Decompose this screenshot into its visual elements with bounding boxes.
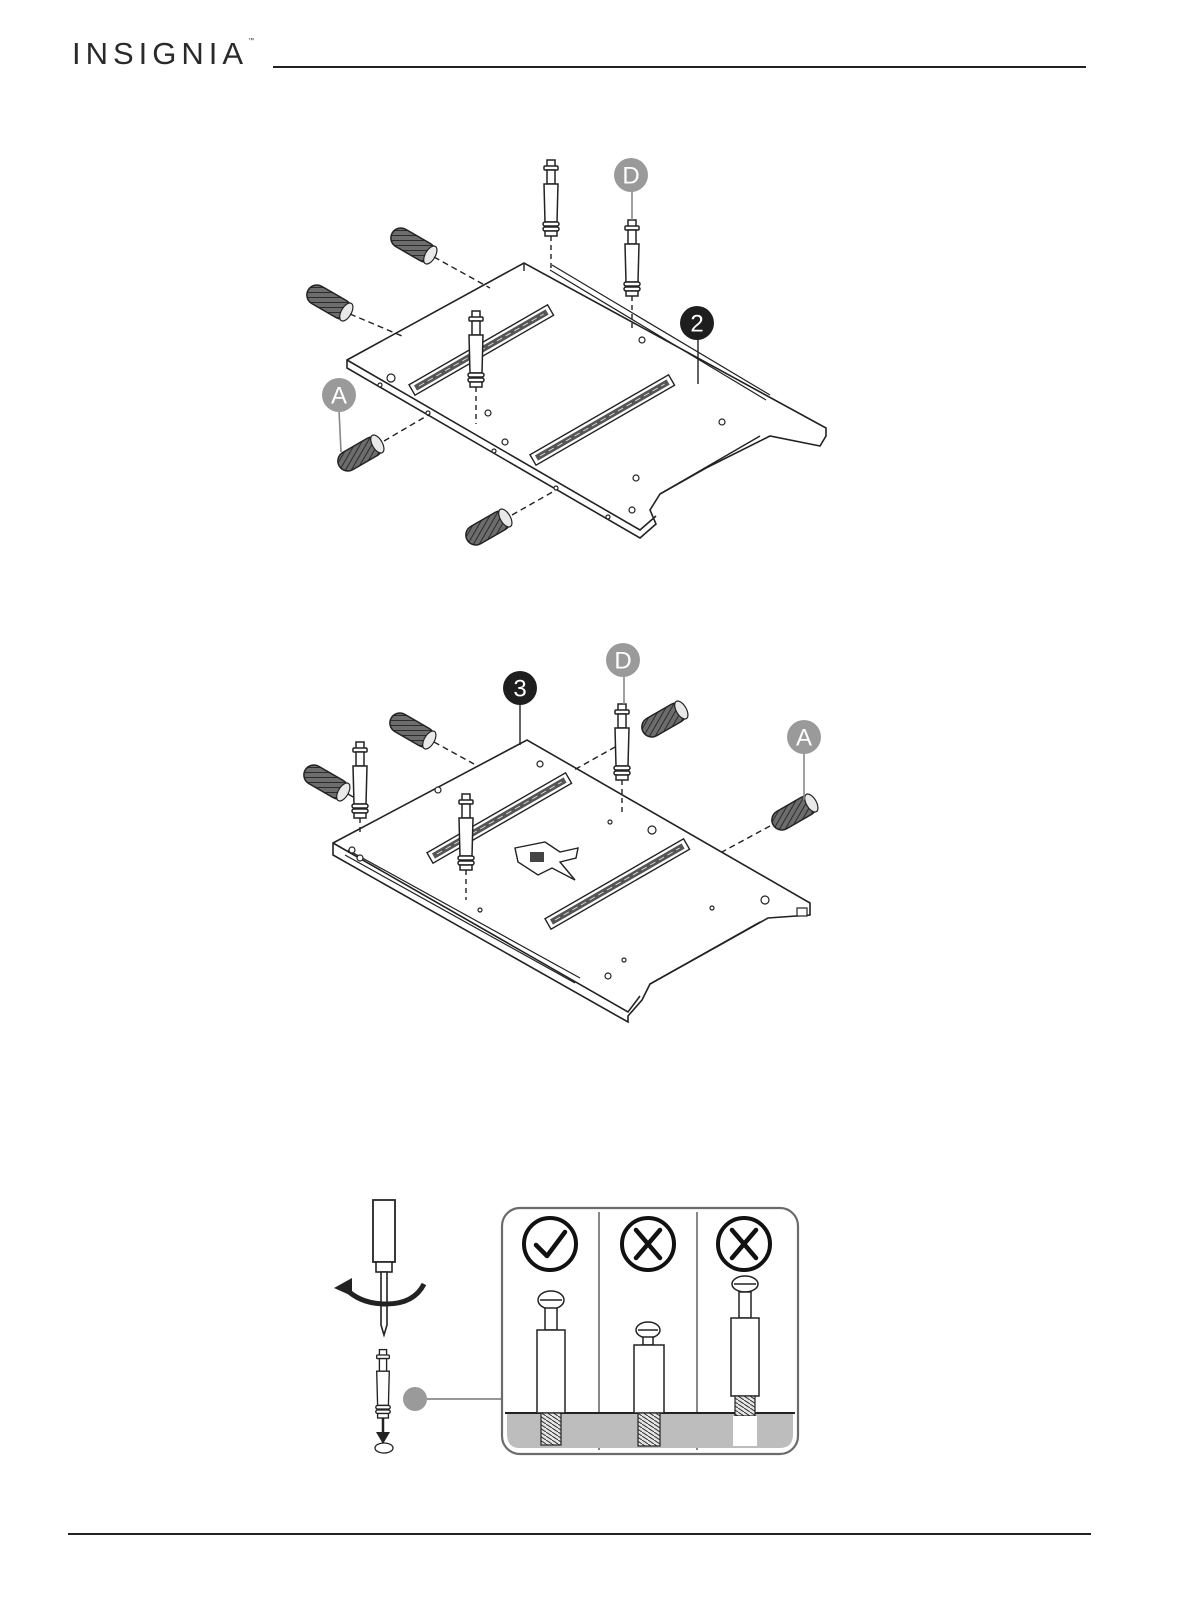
cam-post-d (624, 220, 640, 296)
callout-panel-2-label: 2 (690, 311, 703, 338)
dowel-a (638, 699, 690, 741)
cam-post-d (614, 704, 630, 780)
callout-dot (403, 1387, 427, 1411)
panel-2-board (347, 263, 826, 538)
cam-post-d (352, 742, 368, 818)
dowel-a (386, 709, 438, 751)
screwdriver-icon (373, 1200, 395, 1335)
x-circle-icon (622, 1218, 674, 1270)
callout-panel-3-label: 3 (513, 676, 526, 703)
callout-a-label: A (331, 383, 347, 410)
cam-post-d (543, 160, 559, 236)
figure-2: D A 3 (300, 643, 821, 1022)
dowel-a (303, 281, 355, 323)
callout-d-label: D (622, 163, 639, 190)
x-circle-icon (718, 1218, 770, 1270)
check-circle-icon (524, 1218, 576, 1270)
dowel-a (334, 433, 386, 475)
dowel-a (387, 224, 439, 266)
down-arrow-icon (376, 1418, 390, 1444)
figure-1: D A 2 (303, 158, 826, 549)
figure-3 (334, 1200, 798, 1454)
cam-post-small (376, 1350, 390, 1418)
footer-rule (68, 1533, 1091, 1535)
hole-icon (375, 1443, 393, 1453)
dowel-a (300, 761, 352, 803)
callout-a-label: A (796, 725, 812, 752)
rotate-arrow-icon (334, 1278, 424, 1304)
dowel-a (768, 792, 820, 834)
dowel-a (462, 507, 514, 549)
callout-d-label: D (614, 648, 631, 675)
